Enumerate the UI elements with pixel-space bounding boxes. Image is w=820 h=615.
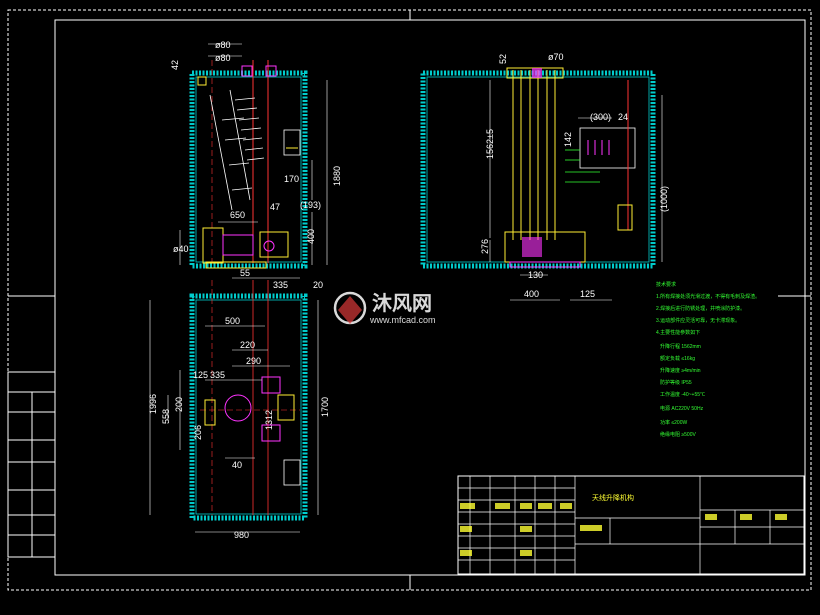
dim-bottom-7: 558 (161, 409, 171, 424)
dim-top-right-1: ø70 (548, 52, 564, 62)
dim-top-left-10: 55 (240, 268, 250, 278)
cabinet-outline (189, 70, 308, 269)
dim-top-right-3: (300) (590, 112, 611, 122)
dim-top-left-9: ø40 (173, 244, 189, 254)
side-revision-table (7, 371, 56, 558)
dim-bottom-3: 335 (210, 370, 225, 380)
cabinet-outline-right (420, 70, 656, 269)
dim-top-right-6: (1000) (659, 186, 669, 212)
title-block: 天线升降机构 (457, 475, 805, 575)
dim-top-left-11: 335 (273, 280, 288, 290)
dim-top-right-4: 24 (618, 112, 628, 122)
note-8: 防护等级 IP55 (660, 379, 692, 386)
dim-top-left-0: ø80 (215, 40, 231, 50)
dim-top-left-5: 400 (306, 229, 316, 244)
watermark-brand: 沐风网 (372, 292, 432, 315)
note-2: 2.焊接后进行防锈处理，并喷涂防护漆。 (656, 305, 745, 312)
dim-bottom-0: 500 (225, 316, 240, 326)
watermark: 沐风网 www.mfcad.com (333, 291, 436, 325)
view-top-left: ø80 ø80 42 1880 170 400 650 47 (193) ø40… (170, 40, 342, 290)
note-11: 功率 ≤200W (660, 419, 687, 426)
drawing-title: 天线升降机构 (592, 493, 634, 502)
note-7: 升降速度 ≥4m/min (660, 367, 701, 374)
dim-bottom-6: 200 (174, 397, 184, 412)
dim-top-right-8: 130 (528, 270, 543, 280)
dim-bottom-10: 40 (232, 460, 242, 470)
dim-bottom-4: 125 (193, 370, 208, 380)
view-top-right: 52 ø70 1562±5 (300) 24 142 (1000) 276 13… (420, 52, 669, 301)
cabinet-outline-bottom (189, 293, 308, 521)
dim-bottom-9: 1700 (320, 397, 330, 417)
watermark-url: www.mfcad.com (369, 315, 436, 325)
note-0: 技术要求 (656, 281, 676, 288)
inner-border (54, 19, 806, 576)
note-3: 3.运动部件应灵活可靠，无卡滞现象。 (656, 317, 740, 324)
dim-top-right-9: 400 (524, 289, 539, 299)
dim-top-left-6: 650 (230, 210, 245, 220)
dim-top-left-2: 42 (170, 60, 180, 70)
dim-top-left-1: ø80 (215, 53, 231, 63)
note-10: 电源 AC220V 50Hz (660, 405, 704, 412)
note-9: 工作温度 -40~+55℃ (660, 391, 705, 398)
dim-top-left-4: 170 (284, 174, 299, 184)
dim-top-right-0: 52 (498, 54, 508, 64)
dim-bottom-1: 220 (240, 340, 255, 350)
note-5: 升降行程 1562mm (660, 343, 701, 350)
dim-bottom-11: 980 (234, 530, 249, 540)
dim-bottom-8: 206 (193, 425, 203, 440)
dim-top-right-7: 276 (480, 239, 490, 254)
dim-top-right-5: 142 (563, 132, 573, 147)
note-4: 4.主要性能参数如下 (656, 329, 700, 336)
note-12: 绝缘电阻 ≥500V (660, 431, 696, 438)
dim-top-right-10: 125 (580, 289, 595, 299)
dim-bottom-2: 290 (246, 356, 261, 366)
view-bottom-left: 500 220 290 335 125 1996 200 558 206 170… (148, 280, 330, 540)
dim-bottom-12: 1312 (264, 410, 274, 430)
note-1: 1.所有焊接处须光滑过渡，不得有毛刺及焊渣。 (656, 293, 760, 300)
dim-top-right-2: 1562±5 (485, 129, 495, 159)
dim-top-left-12: 20 (313, 280, 323, 290)
dim-bottom-5: 1996 (148, 394, 158, 414)
note-6: 额定负载 ≤16kg (660, 355, 695, 362)
dim-top-left-7: 47 (270, 202, 280, 212)
technical-notes: 技术要求 1.所有焊接处须光滑过渡，不得有毛刺及焊渣。 2.焊接后进行防锈处理，… (656, 281, 760, 438)
dim-top-left-8: (193) (300, 200, 321, 210)
dim-top-left-3: 1880 (332, 166, 342, 186)
